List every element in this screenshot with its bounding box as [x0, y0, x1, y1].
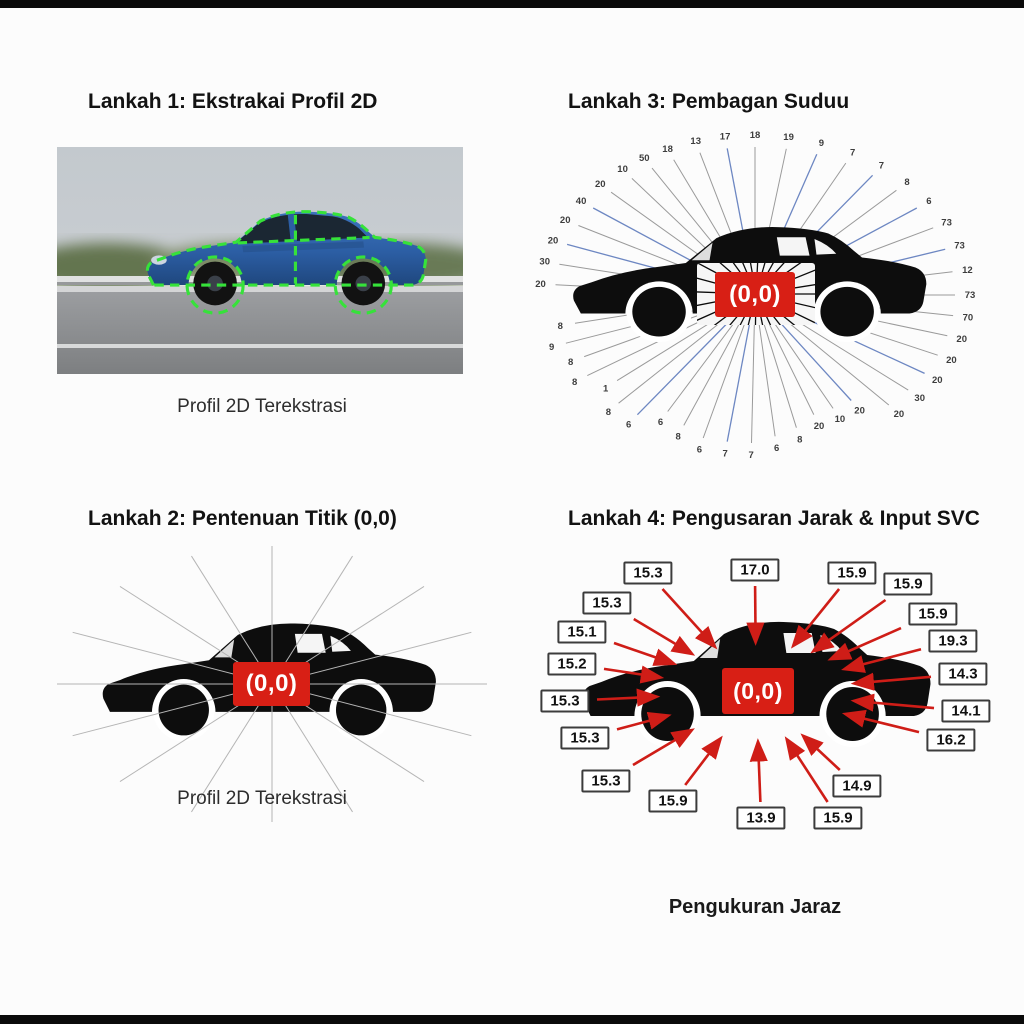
- extracted-profile-outline: [145, 210, 428, 315]
- distance-label: 14.3: [938, 662, 988, 686]
- measurement-arrows: [596, 585, 935, 803]
- distance-label: 15.3: [582, 591, 632, 615]
- angle-label: 13: [690, 136, 701, 147]
- angle-label: 6: [774, 443, 779, 454]
- distance-label: 15.9: [813, 806, 863, 830]
- distance-label: 15.3: [560, 726, 610, 750]
- blue-car: [145, 210, 428, 315]
- top-letterbox-bar: [0, 0, 1024, 8]
- angle-label: 10: [835, 414, 846, 425]
- angle-label: 20: [814, 421, 825, 432]
- angle-label: 6: [626, 419, 631, 430]
- origin-point-step2: (0,0): [233, 662, 310, 706]
- road-line: [57, 344, 463, 348]
- step4-caption: Pengukuran Jaraz: [668, 896, 842, 918]
- angle-label: 20: [932, 375, 943, 386]
- distance-label: 14.1: [941, 699, 991, 723]
- angle-label: 6: [658, 417, 663, 428]
- photo-road: [57, 292, 463, 374]
- distance-label: 15.9: [908, 602, 958, 626]
- angle-label: 40: [576, 196, 587, 207]
- angle-label: 12: [962, 265, 973, 276]
- angle-label: 73: [965, 290, 976, 301]
- distance-label: 15.1: [557, 620, 607, 644]
- angle-label: 7: [879, 161, 884, 172]
- angle-label: 20: [595, 179, 606, 190]
- angle-label: 6: [697, 445, 702, 456]
- angle-label: 20: [560, 215, 571, 226]
- distance-label: 15.3: [540, 689, 590, 713]
- angle-label: 20: [956, 334, 967, 345]
- step1-caption: Profil 2D Terekstrasi: [177, 396, 347, 417]
- angle-label: 8: [797, 434, 802, 445]
- distance-label: 14.9: [832, 774, 882, 798]
- angle-label: 20: [894, 409, 905, 420]
- guardrail-lower: [57, 286, 463, 292]
- origin-point-step3: (0,0): [715, 272, 795, 317]
- angle-label: 7: [722, 448, 727, 459]
- angle-label: 20: [946, 355, 957, 366]
- angle-label: 6: [926, 196, 931, 207]
- angle-label: 70: [963, 312, 974, 323]
- angle-label: 1: [603, 383, 609, 394]
- distance-label: 16.2: [926, 728, 976, 752]
- car-photo: [57, 147, 463, 374]
- distance-label: 15.3: [623, 561, 673, 585]
- angle-label: 8: [558, 321, 563, 332]
- angle-label: 7: [749, 450, 754, 461]
- angle-label: 20: [854, 406, 865, 417]
- angle-label: 8: [904, 177, 909, 188]
- step1-title: Lankah 1: Ekstrakai Profil 2D: [88, 90, 378, 113]
- distance-label: 17.0: [730, 558, 780, 582]
- angle-label: 17: [720, 132, 731, 143]
- angle-label: 8: [572, 377, 577, 388]
- angle-label: 8: [568, 357, 573, 368]
- angle-label: 7: [850, 147, 855, 158]
- angle-label: 20: [535, 279, 546, 290]
- angle-label: 18: [662, 144, 673, 155]
- distance-label: 15.9: [827, 561, 877, 585]
- angle-label: 30: [914, 393, 925, 404]
- distance-label: 15.9: [648, 789, 698, 813]
- step2-title: Lankah 2: Pentenuan Titik (0,0): [88, 507, 397, 530]
- angle-label: 20: [548, 235, 559, 246]
- angle-label: 73: [941, 217, 952, 228]
- angle-label: 30: [539, 257, 550, 268]
- distance-label: 13.9: [736, 806, 786, 830]
- angle-label: 18: [750, 130, 761, 141]
- angle-label: 8: [606, 407, 611, 418]
- step2-caption: Profil 2D Terekstrasi: [177, 788, 347, 809]
- angle-label: 8: [676, 432, 681, 443]
- distance-label: 15.9: [883, 572, 933, 596]
- angle-label: 73: [954, 241, 965, 252]
- distance-label: 15.2: [547, 652, 597, 676]
- origin-point-step4: (0,0): [722, 668, 794, 714]
- angle-label: 9: [549, 342, 554, 353]
- step4-title: Lankah 4: Pengusaran Jarak & Input SVC: [568, 507, 980, 530]
- distance-label: 19.3: [928, 629, 978, 653]
- angle-label: 10: [617, 164, 628, 175]
- bottom-letterbox-bar: [0, 1015, 1024, 1024]
- angle-label: 50: [639, 153, 650, 164]
- distance-label: 15.3: [581, 769, 631, 793]
- angle-label: 19: [783, 132, 794, 143]
- step3-title: Lankah 3: Pembagan Suduu: [568, 90, 850, 113]
- angle-label: 9: [819, 138, 824, 149]
